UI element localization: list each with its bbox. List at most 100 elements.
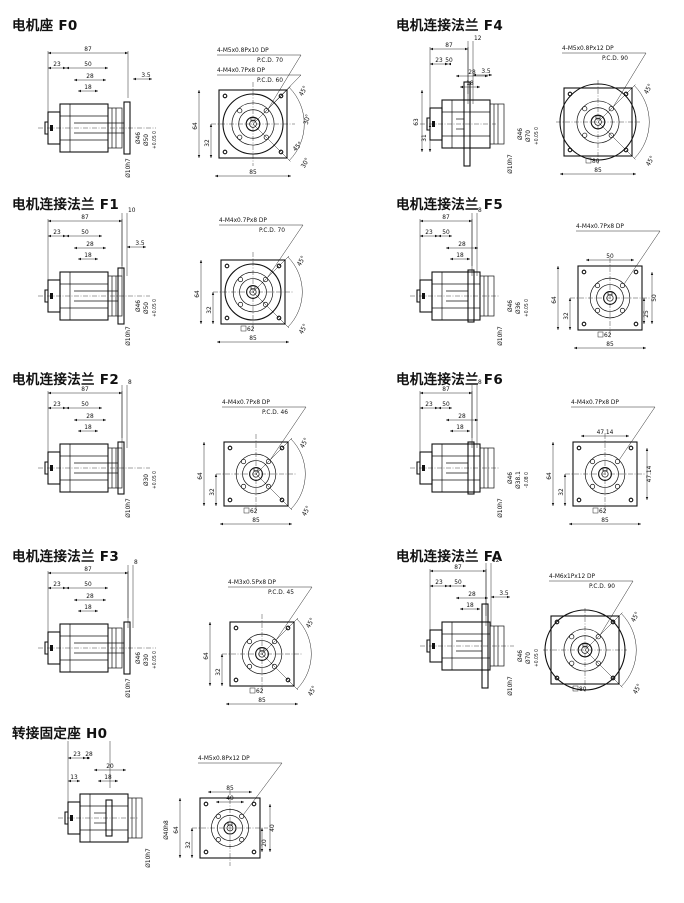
dimension-label: 50 (650, 294, 658, 302)
arrowhead (469, 219, 472, 223)
line (255, 473, 293, 511)
circle (203, 849, 209, 855)
dimension-label: 4-M3x0.5Px8 DP (228, 578, 276, 586)
arrowhead (650, 272, 654, 275)
dimension-label: P.C.D. 90 (589, 582, 615, 590)
circle (222, 93, 228, 99)
arrowhead (78, 429, 81, 433)
arrowhead (220, 522, 223, 526)
dimension-label: 87 (442, 213, 450, 221)
line (270, 406, 307, 460)
title-f0: 电机座 F0 (12, 18, 78, 34)
arrowhead (563, 474, 567, 477)
line (255, 437, 293, 475)
dimension-label: Ø30 (142, 654, 150, 666)
line (261, 617, 299, 655)
dimension-label: 28 (458, 240, 466, 248)
dimension-label: Ø38.1 (514, 471, 522, 489)
dimension-label: 80 (592, 157, 600, 165)
circle (591, 460, 619, 488)
circle (242, 460, 270, 488)
line (584, 612, 623, 651)
arrowhead (48, 219, 51, 223)
outline (572, 685, 579, 692)
dimension-label: 45° (297, 84, 309, 97)
circle (608, 132, 614, 138)
line (252, 123, 291, 162)
dimension-label: 45° (642, 82, 654, 95)
arrowhead (260, 828, 264, 831)
dimension-label: 62 (256, 687, 264, 695)
dimension-label: 32 (205, 306, 213, 314)
circle (215, 813, 221, 819)
dimension-label: 45° (631, 682, 643, 695)
dimension-label: 45° (297, 322, 309, 335)
arrowhead (103, 78, 106, 82)
dimension-label: P.C.D. 70 (259, 226, 285, 234)
dimension-label: 3.5 (141, 71, 151, 79)
dimension-label: 31 (420, 134, 428, 142)
arrowhead (467, 257, 470, 261)
line (600, 580, 634, 635)
arrowhead (449, 234, 452, 238)
arrowhead (199, 321, 203, 324)
dimension-label: Ø46 (134, 132, 142, 144)
circle (279, 445, 285, 451)
pcd-arc (621, 613, 637, 687)
arrowhead (650, 321, 654, 324)
circle (203, 801, 209, 807)
arrowhead (551, 503, 555, 506)
dimension-label: Ø46 (506, 300, 514, 312)
dimension-label: 45° (291, 140, 304, 153)
circle (582, 106, 588, 112)
arrowhead (74, 246, 77, 250)
line (276, 586, 313, 640)
circle (614, 483, 621, 490)
dimension-label: 12 (492, 556, 500, 564)
dimension-label: Ø36 (514, 302, 522, 314)
circle (595, 660, 601, 666)
arrowhead (77, 779, 80, 783)
line (597, 84, 636, 123)
circle (589, 483, 596, 490)
dimension-label: 50 (606, 252, 614, 260)
circle (608, 106, 614, 112)
outline (597, 331, 604, 338)
dimension-label: 62 (604, 331, 612, 339)
dimension-label: 23 (435, 56, 443, 64)
arrowhead (103, 246, 106, 250)
circle (271, 638, 278, 645)
dimension-label: 3.5 (481, 67, 491, 75)
arrowhead (448, 584, 451, 588)
arrowhead (428, 149, 432, 152)
dimension-label: 4-M5x0.8Px12 DP (198, 754, 250, 762)
dimension-label: 87 (81, 385, 89, 393)
arrowhead (190, 828, 194, 831)
arrowhead (220, 654, 224, 657)
arrowhead (115, 779, 118, 783)
arrowhead (430, 47, 433, 51)
arrowhead (260, 849, 264, 852)
title-f3: 电机连接法兰 F3 (12, 549, 120, 565)
arrowhead (66, 66, 69, 70)
arrowhead (95, 609, 98, 613)
arrowhead (209, 155, 213, 158)
circle (276, 315, 282, 321)
arrowhead (208, 622, 212, 625)
arrowhead (94, 768, 97, 772)
dimension-label: P.C.D. 90 (602, 54, 628, 62)
arrowhead (178, 798, 182, 801)
dimension-label: 20 (260, 839, 268, 847)
arrowhead (460, 85, 463, 89)
arrowhead (485, 74, 488, 78)
dimension-label: 50 (454, 578, 462, 586)
arrowhead (295, 702, 298, 706)
dimension-label: 47.14 (645, 465, 653, 482)
arrowhead (445, 584, 448, 588)
dimension-label: 50 (442, 228, 450, 236)
line (619, 406, 656, 460)
arrowhead (645, 497, 649, 500)
